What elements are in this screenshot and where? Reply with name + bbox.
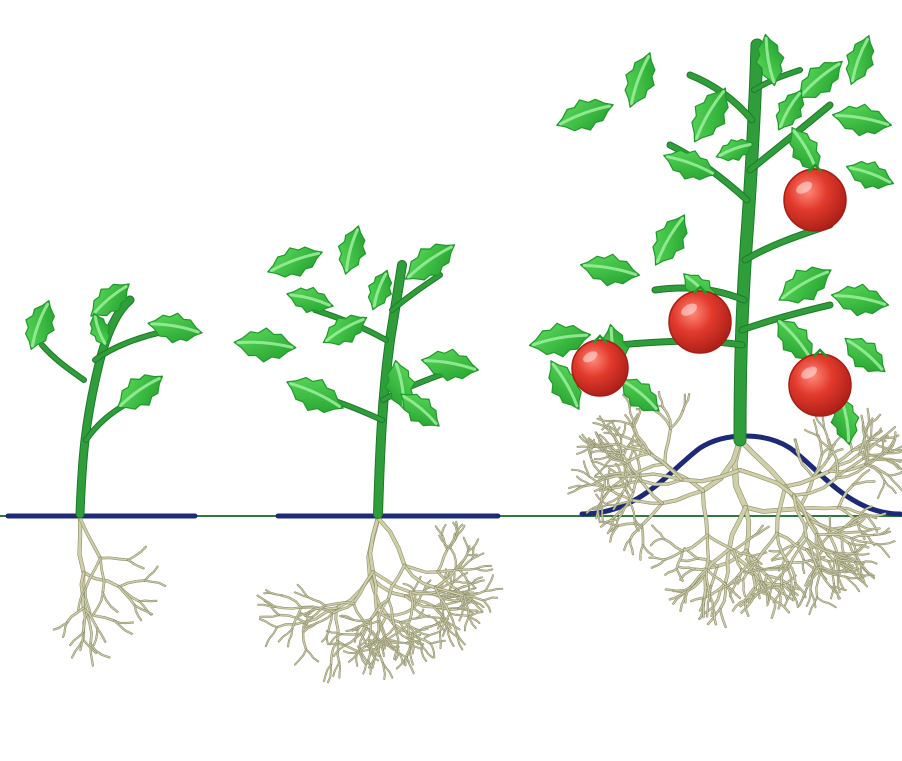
- root-icon: [762, 569, 788, 570]
- tomato-icon: [789, 350, 851, 416]
- tomato-icon: [784, 165, 846, 231]
- root-icon: [103, 593, 118, 612]
- leaves: [17, 31, 898, 447]
- leaf-icon: [332, 222, 372, 278]
- root-icon: [145, 567, 158, 581]
- root-icon: [97, 628, 105, 642]
- root-icon: [664, 539, 683, 551]
- root-icon: [734, 537, 753, 551]
- root-icon: [260, 619, 277, 627]
- root-icon: [746, 507, 800, 511]
- leaf-icon: [280, 366, 351, 423]
- ground: [0, 436, 902, 516]
- root-icon: [834, 553, 855, 554]
- root-icon: [799, 508, 838, 509]
- root-icon: [682, 470, 740, 481]
- leaf-icon: [838, 31, 882, 89]
- root-icon: [720, 609, 726, 627]
- leaf-icon: [842, 153, 899, 196]
- root-icon: [354, 572, 373, 604]
- root-icon: [139, 601, 156, 602]
- leaf-icon: [616, 48, 664, 113]
- stem: [42, 345, 84, 380]
- root-icon: [671, 410, 684, 428]
- root-icon: [746, 507, 749, 550]
- leaf-icon: [829, 279, 892, 321]
- leaf-icon: [551, 90, 618, 141]
- root-icon: [665, 569, 676, 575]
- root-icon: [266, 627, 277, 646]
- tomato-icon: [669, 287, 731, 353]
- root-icon: [817, 598, 836, 608]
- root-icon: [281, 595, 301, 607]
- root-icon: [652, 526, 663, 539]
- root-icon: [805, 430, 817, 436]
- leaf-icon: [642, 207, 699, 273]
- leaf-icon: [145, 308, 204, 347]
- leaf-icon: [830, 99, 895, 141]
- root-icon: [436, 526, 442, 535]
- leaf-icon: [263, 238, 328, 286]
- root-icon: [662, 491, 703, 503]
- leaf-icon: [233, 325, 298, 364]
- root-icon: [642, 503, 662, 525]
- root-icon: [683, 535, 708, 551]
- leaf-icon: [659, 141, 722, 188]
- leaf-icon: [578, 249, 643, 291]
- root-icon: [93, 593, 102, 615]
- roots: [54, 389, 902, 682]
- root-icon: [80, 518, 100, 558]
